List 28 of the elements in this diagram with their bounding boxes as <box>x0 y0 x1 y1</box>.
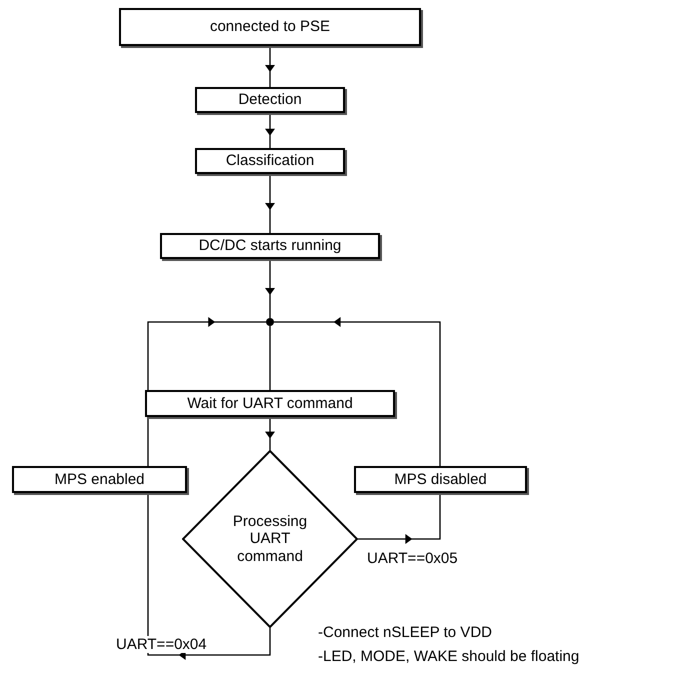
connector-arrow <box>274 317 441 466</box>
process-box <box>195 148 345 174</box>
note-text: -LED, MODE, WAKE should be floating <box>318 648 580 665</box>
node-text: DC/DC starts running <box>198 237 342 255</box>
connector-arrow <box>265 113 275 148</box>
process-box <box>160 233 380 259</box>
process-box <box>195 87 345 113</box>
node-text: Detection <box>238 91 302 109</box>
connector-arrow <box>265 174 275 233</box>
node-text: Classification <box>226 152 314 170</box>
decision-diamond <box>182 450 358 628</box>
process-box <box>119 8 421 46</box>
edge-label: UART==0x04 <box>116 636 207 653</box>
connector-arrow <box>147 317 266 466</box>
connector-arrow <box>358 493 441 544</box>
process-box <box>354 466 527 493</box>
node-text: Processing UART command <box>232 513 308 565</box>
connector-arrow <box>265 417 275 450</box>
node-text: MPS disabled <box>394 470 487 488</box>
connector-arrow <box>265 259 275 318</box>
node-text: Wait for UART command <box>187 394 353 412</box>
junction-dot <box>266 318 274 326</box>
node-text: MPS enabled <box>54 470 145 488</box>
process-box <box>12 466 187 493</box>
node-text: connected to PSE <box>210 18 330 36</box>
connector-arrow <box>265 46 275 87</box>
process-box <box>145 390 395 417</box>
connector-arrow <box>147 493 271 660</box>
